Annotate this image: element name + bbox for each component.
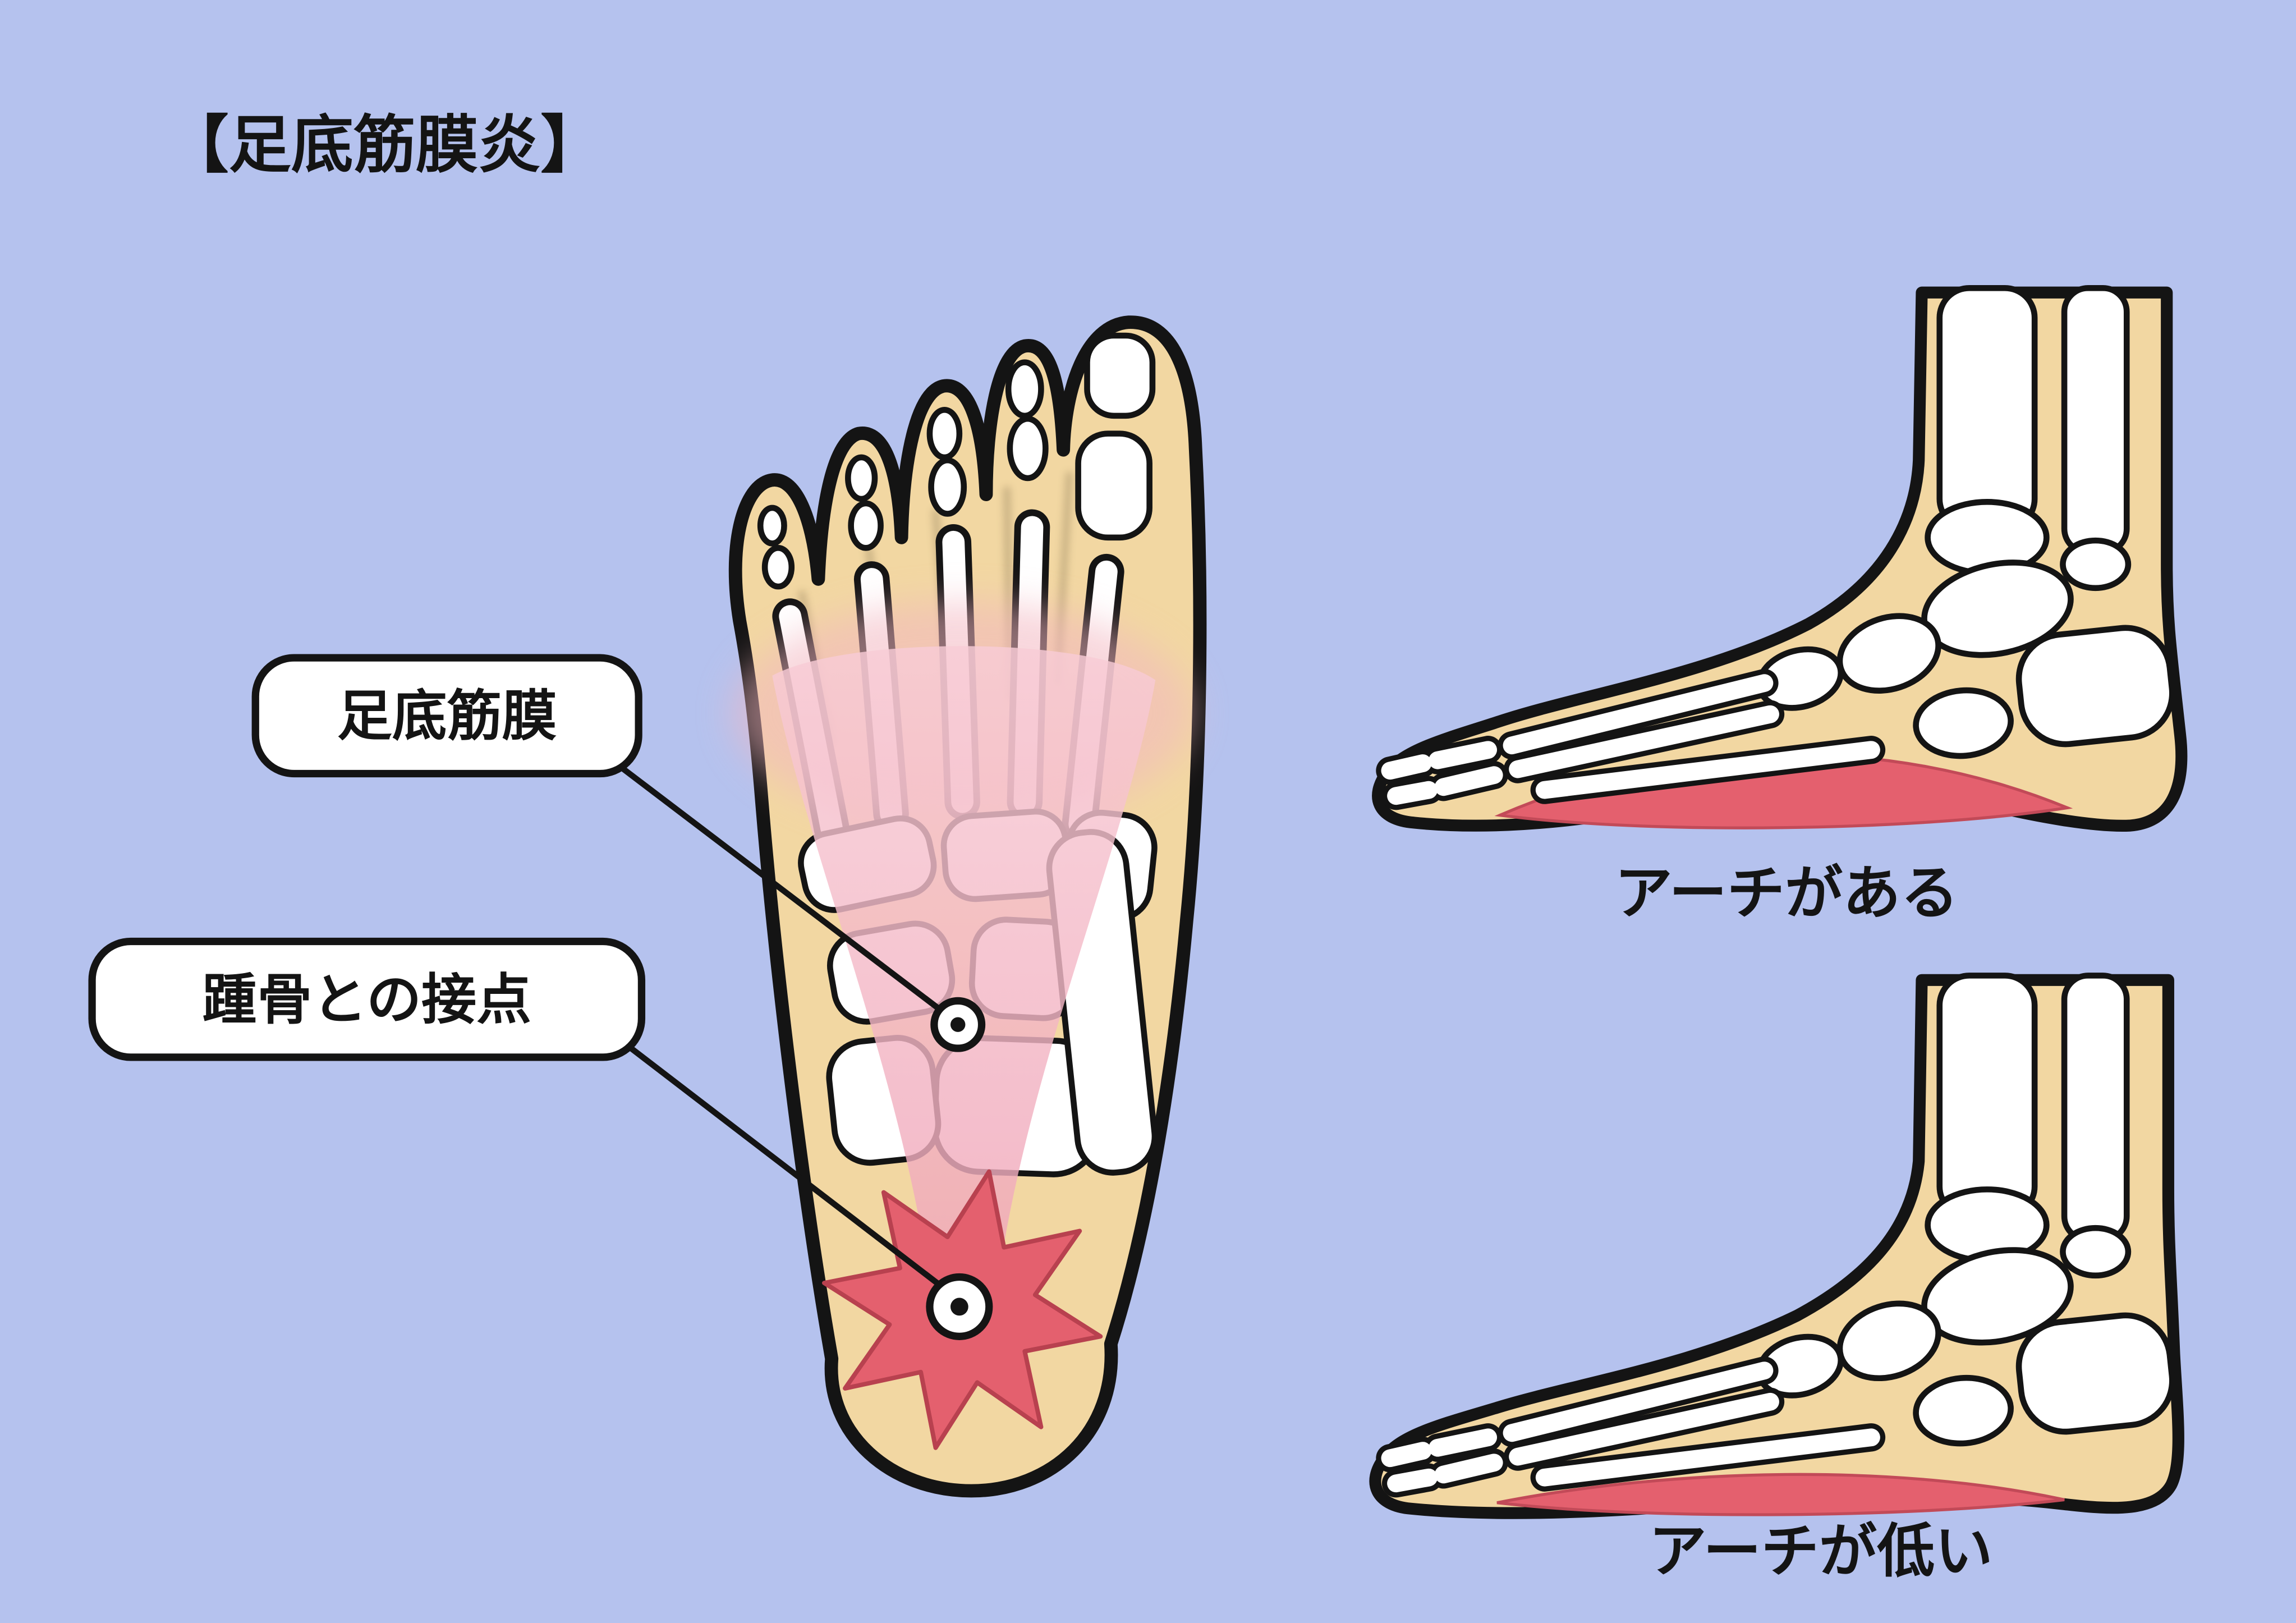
arch-low-caption: アーチが低い <box>1648 1519 1992 1583</box>
flat-foot-metatarsal-bones <box>1376 1356 1886 1498</box>
plantar-fascia-fan <box>772 646 1156 1245</box>
sole-toe-bones <box>757 332 1156 590</box>
side-view-flat-foot: アーチが低い <box>1369 973 2184 1583</box>
fascia-label-box: 足底筋膜 <box>251 654 642 778</box>
arched-foot-leg-bones <box>1756 285 2175 759</box>
arched-foot-metatarsal-bones <box>1376 668 1886 810</box>
flat-foot-leg-bones <box>1756 973 2175 1447</box>
arch-present-caption: アーチがある <box>1615 861 1959 925</box>
leader-line-heel-contact <box>629 1046 958 1300</box>
heel-marker-point <box>926 1273 993 1340</box>
leader-line-fascia <box>610 758 954 1021</box>
heel-contact-label-box: 踵骨との接点 <box>88 937 646 1061</box>
diagram-title: 【足底筋膜炎】 <box>166 109 603 180</box>
flat-fascia-band <box>1496 1473 2065 1516</box>
fascia-label-text: 足底筋膜 <box>337 685 557 747</box>
side-view-arched-foot: アーチがある <box>1372 285 2188 925</box>
fascia-marker-point <box>930 997 986 1052</box>
heel-contact-label-text: 踵骨との接点 <box>202 969 531 1030</box>
sole-view-foot <box>610 315 1207 1498</box>
